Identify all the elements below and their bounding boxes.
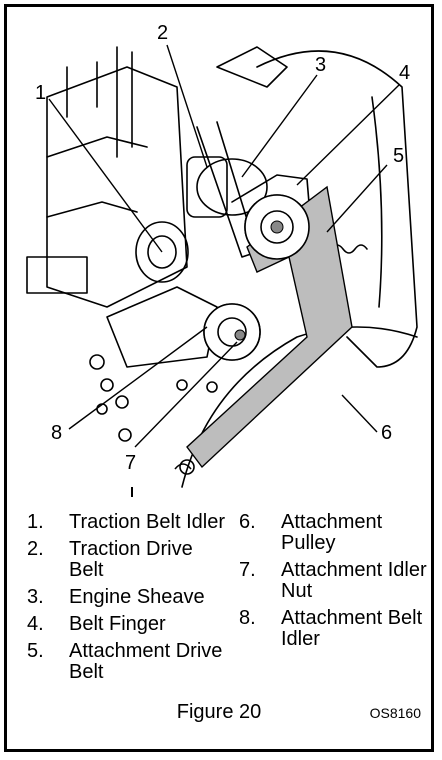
legend-text: Attachment Idler Nut <box>281 559 427 602</box>
legend-number: 3. <box>27 586 44 608</box>
legend-item: 4. Belt Finger <box>27 614 232 635</box>
legend-number: 1. <box>27 511 44 533</box>
leader-3 <box>241 74 318 178</box>
attachment-drive-belt <box>186 185 353 469</box>
callout-1: 1 <box>35 82 46 104</box>
callout-7: 7 <box>125 452 136 474</box>
legend-item: 7. Attachment Idler Nut <box>239 560 429 602</box>
leader-1 <box>48 98 163 253</box>
callout-2: 2 <box>157 22 168 44</box>
legend-item: 8. Attachment Belt Idler <box>239 608 429 650</box>
leader-6 <box>341 394 378 433</box>
leader-8 <box>68 326 208 430</box>
legend-item: 3. Engine Sheave <box>27 587 232 608</box>
legend-text: Engine Sheave <box>69 586 205 608</box>
housing-outline <box>256 50 418 368</box>
callout-5: 5 <box>393 145 404 167</box>
callout-6: 6 <box>381 422 392 444</box>
figure-caption: Figure 20 <box>176 701 262 723</box>
legend-item: 6. Attachment Pulley <box>239 512 429 554</box>
legend-item: 2. Traction Drive Belt <box>27 539 232 581</box>
callout-8: 8 <box>51 422 62 444</box>
figure-frame: 1 2 3 4 5 6 7 8 1. Traction Belt Idler 2… <box>4 4 434 752</box>
leader-2 <box>166 44 208 168</box>
legend-number: 6. <box>239 511 256 533</box>
legend-number: 5. <box>27 640 44 662</box>
callout-4: 4 <box>399 62 410 84</box>
legend-number: 8. <box>239 607 256 629</box>
belt-drive-illustration: 1 2 3 4 5 6 7 8 <box>26 22 418 497</box>
legend-text: Attachment Pulley <box>281 511 383 554</box>
callout-3: 3 <box>315 54 326 76</box>
legend-text: Attachment Belt Idler <box>281 607 423 650</box>
legend-column-left: 1. Traction Belt Idler 2. Traction Drive… <box>27 512 232 689</box>
legend-item: 5. Attachment Drive Belt <box>27 641 232 683</box>
legend-text: Traction Belt Idler <box>69 511 225 533</box>
figure-code: OS8160 <box>369 705 421 721</box>
legend-text: Belt Finger <box>69 613 166 635</box>
legend-column-right: 6. Attachment Pulley 7. Attachment Idler… <box>239 512 429 656</box>
legend-text: Attachment Drive Belt <box>69 640 223 683</box>
leader-7 <box>134 341 238 448</box>
legend-number: 2. <box>27 538 44 560</box>
legend-number: 7. <box>239 559 256 581</box>
engine-sheave <box>196 158 268 216</box>
legend-text: Traction Drive Belt <box>69 538 193 581</box>
legend-number: 4. <box>27 613 44 635</box>
legend-item: 1. Traction Belt Idler <box>27 512 232 533</box>
leader-4 <box>296 84 400 186</box>
engine-block <box>46 66 188 308</box>
leader-5 <box>326 164 388 233</box>
